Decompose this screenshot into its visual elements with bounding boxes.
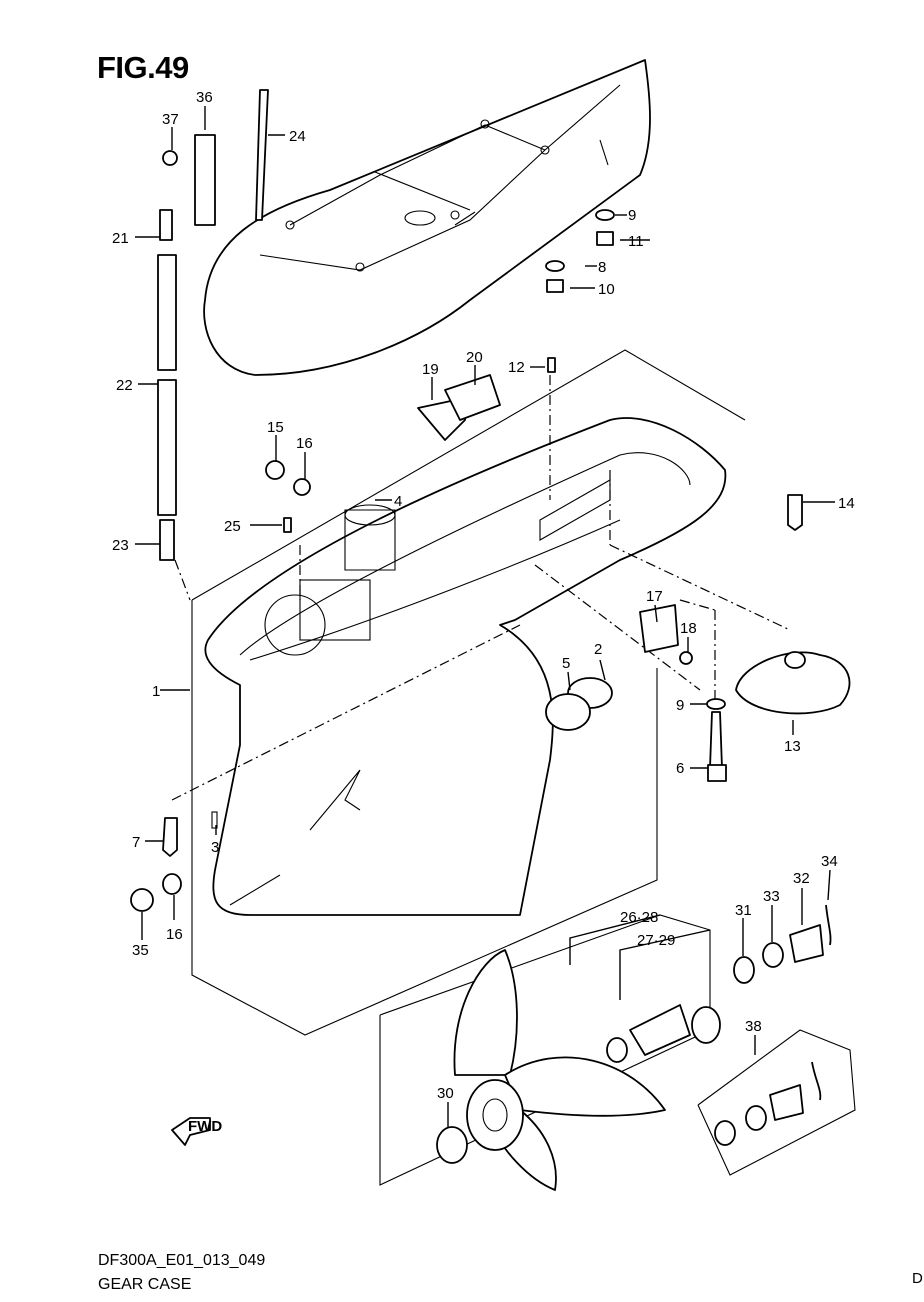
callout-10: 10	[598, 281, 615, 298]
callout-13: 13	[784, 738, 801, 755]
callout-23: 23	[112, 537, 129, 554]
callout-20: 20	[466, 349, 483, 366]
callout-16b: 16	[166, 926, 183, 943]
top-cover-part	[203, 59, 651, 376]
assembly-frame-main	[191, 349, 746, 1036]
callout-32: 32	[793, 870, 810, 887]
callout-33: 33	[763, 888, 780, 905]
callout-14: 14	[838, 495, 855, 512]
callout-17: 17	[646, 588, 663, 605]
callout-38: 38	[745, 1018, 762, 1035]
callout-3: 3	[211, 839, 219, 856]
callout-30: 30	[437, 1085, 454, 1102]
callout-1: 1	[152, 683, 160, 700]
shift-rod-parts	[157, 89, 269, 561]
callout-31: 31	[735, 902, 752, 919]
fwd-arrow-label: FWD	[188, 1118, 222, 1135]
callout-5: 5	[562, 655, 570, 672]
callout-labels: 1 2 3 4 5 6 7 8 9 9 10 11 12 13 14 15 16…	[112, 89, 855, 1102]
relation-lines	[171, 375, 791, 801]
callout-35: 35	[132, 942, 149, 959]
callout-2: 2	[594, 641, 602, 658]
callout-24: 24	[289, 128, 306, 145]
callout-36: 36	[196, 89, 213, 106]
callout-19: 19	[422, 361, 439, 378]
fwd-arrow-icon: FWD	[171, 1117, 222, 1146]
callout-15: 15	[267, 419, 284, 436]
callout-22: 22	[116, 377, 133, 394]
callout-9a: 9	[676, 697, 684, 714]
callout-16a: 16	[296, 435, 313, 452]
callout-37: 37	[162, 111, 179, 128]
callout-12: 12	[508, 359, 525, 376]
callout-6: 6	[676, 760, 684, 777]
figure-title: FIG.49	[97, 50, 189, 85]
hardware-parts	[130, 209, 851, 912]
callout-27-29: 27·29	[637, 932, 675, 949]
callout-18: 18	[680, 620, 697, 637]
callout-4: 4	[394, 493, 402, 510]
assembly-frame-propeller	[379, 914, 711, 1186]
propeller-part	[436, 904, 832, 1191]
callout-7: 7	[132, 834, 140, 851]
callout-8: 8	[598, 259, 606, 276]
parts-kit-box	[697, 1029, 856, 1176]
callout-9b: 9	[628, 207, 636, 224]
callout-26-28: 26·28	[620, 909, 658, 926]
callout-34: 34	[821, 853, 838, 870]
callout-11: 11	[628, 233, 644, 250]
callout-21: 21	[112, 230, 129, 247]
diagram-code: DF300A_E01_013_049	[98, 1252, 266, 1269]
leader-lines	[135, 106, 835, 1128]
edge-mark: D	[912, 1270, 923, 1287]
callout-25: 25	[224, 518, 241, 535]
diagram-name: GEAR CASE	[98, 1276, 192, 1293]
gear-case-housing-part	[204, 417, 727, 916]
